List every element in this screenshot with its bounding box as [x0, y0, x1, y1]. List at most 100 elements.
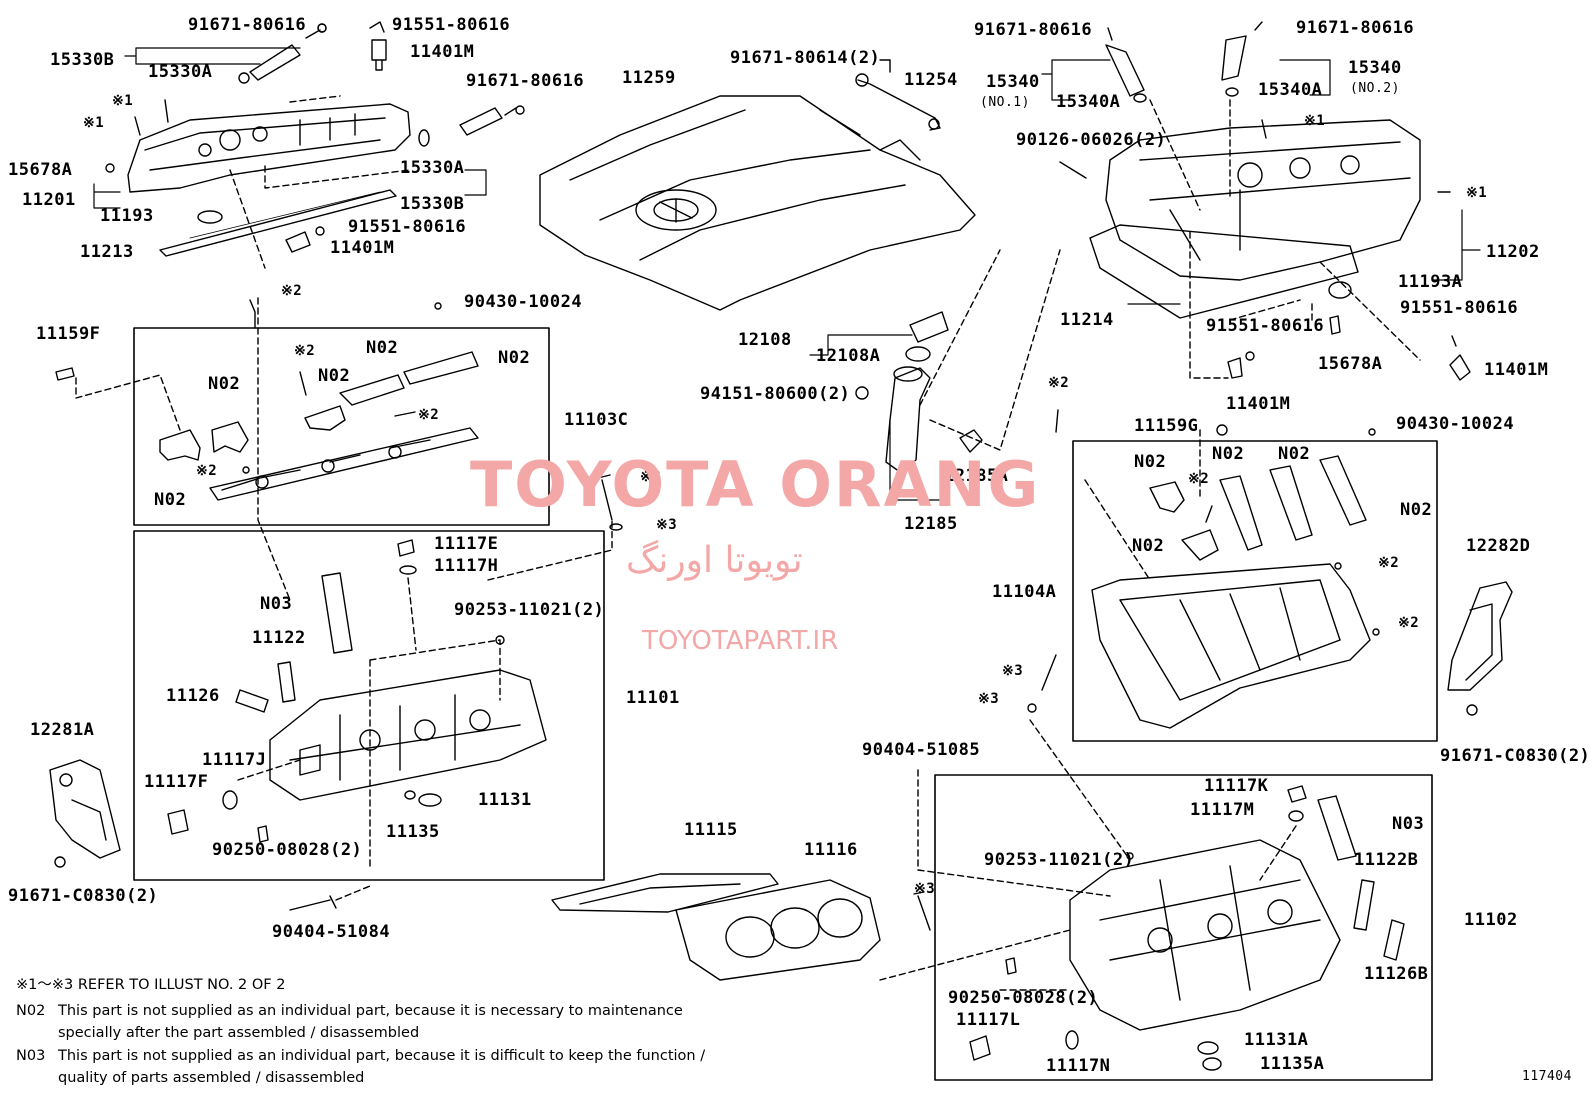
label-11193: 11193 [100, 206, 154, 226]
label-ref3-d: ※3 [978, 691, 1000, 707]
sensor-15330a [249, 44, 301, 81]
label-90250-08028-b: 90250-08028(2) [948, 988, 1099, 1008]
cap-n02-4 [339, 374, 405, 406]
cap-n02-2 [211, 421, 249, 453]
note-refer: ※1～※3 REFER TO ILLUST NO. 2 OF 2 [16, 977, 286, 993]
label-90250-08028: 90250-08028(2) [212, 840, 363, 860]
label-11117f: 11117F [144, 772, 209, 792]
sensor-11401m-b [285, 231, 311, 253]
note-n03-line1: This part is not supplied as an individu… [58, 1048, 706, 1064]
label-ref2-h: ※2 [1398, 615, 1420, 631]
cap-n02-3 [304, 405, 346, 431]
label-90126-06026: 90126-06026(2) [1016, 130, 1167, 150]
label-11117n: 11117N [1046, 1056, 1111, 1076]
sensor-15340-no1 [1105, 44, 1145, 97]
label-91671-80614: 91671-80614(2) [730, 48, 881, 68]
label-91671-80616-d: 91671-80616 [1296, 18, 1415, 38]
label-91551-80616: 91551-80616 [392, 15, 511, 35]
label-ref2: ※2 [281, 283, 303, 299]
label-11122b: 11122B [1354, 850, 1419, 870]
label-91671-80616-c: 91671-80616 [974, 20, 1093, 40]
label-ref2-d: ※2 [196, 463, 218, 479]
cap-n02-j [1181, 529, 1219, 561]
plug-11117f [167, 809, 189, 835]
watermark-farsi: تویوتا اورنگ [626, 540, 803, 581]
label-11193a: 11193A [1398, 272, 1463, 292]
label-n02-h: N02 [1278, 444, 1311, 464]
label-11117h: 11117H [434, 556, 499, 576]
label-11401m: 11401M [410, 42, 475, 62]
guide-11126b [1383, 919, 1405, 961]
label-ref2-e: ※2 [1048, 375, 1070, 391]
label-91671-80616: 91671-80616 [188, 15, 307, 35]
label-11104a: 11104A [992, 582, 1057, 602]
label-12185a: 12185A [944, 466, 1009, 486]
cylinder-head-11102 [1069, 839, 1341, 1031]
label-ref2-c: ※2 [418, 407, 440, 423]
label-91551-80616-b: 91551-80616 [348, 217, 467, 237]
label-11115: 11115 [684, 820, 738, 840]
label-15330a: 15330A [148, 62, 213, 82]
box-11102 [934, 774, 1433, 1081]
label-ref2-g: ※2 [1378, 555, 1400, 571]
label-12108: 12108 [738, 330, 792, 350]
label-91671-80616-b: 91671-80616 [466, 71, 585, 91]
label-11117j: 11117J [202, 750, 267, 770]
cap-n02-i [1319, 455, 1367, 526]
label-91551-80616-d: 91551-80616 [1400, 298, 1519, 318]
sensor-15340-no2 [1221, 35, 1247, 81]
label-15340a: 15340A [1056, 92, 1121, 112]
label-91551-80616-c: 91551-80616 [1206, 316, 1325, 336]
label-11126: 11126 [166, 686, 220, 706]
guide-11122b [1353, 879, 1375, 931]
label-90430-10024: 90430-10024 [464, 292, 583, 312]
label-90404-51085: 90404-51085 [862, 740, 981, 760]
cap-n02-f [1149, 481, 1185, 513]
seal-11193 [197, 210, 223, 224]
leader-lines [93, 47, 1481, 501]
label-11117e: 11117E [434, 534, 499, 554]
tube-n03-b [1317, 795, 1357, 861]
box-11101 [133, 530, 605, 881]
label-90253-11021-b: 90253-11021(2) [984, 850, 1135, 870]
label-ref1: ※1 [112, 93, 134, 109]
plug-11117l [969, 1035, 991, 1061]
label-11135: 11135 [386, 822, 440, 842]
note-n03-line2: quality of parts assembled / disassemble… [58, 1070, 365, 1086]
plug-11117k [1287, 785, 1307, 803]
guide-11122 [277, 661, 296, 703]
label-15330a-b: 15330A [400, 158, 465, 178]
label-12282d: 12282D [1466, 536, 1531, 556]
label-ref2-f: ※2 [1188, 471, 1210, 487]
label-11202: 11202 [1486, 242, 1540, 262]
label-n03-a: N03 [260, 594, 293, 614]
label-11259: 11259 [622, 68, 676, 88]
guide-11126 [235, 689, 269, 713]
sensor-11401m-top [371, 39, 387, 61]
valve-cover-left [127, 103, 411, 193]
bracket-12282d [1447, 581, 1513, 691]
label-12108a: 12108A [816, 346, 881, 366]
label-11201: 11201 [22, 190, 76, 210]
label-11102: 11102 [1464, 910, 1518, 930]
label-ref3-b: ※3 [656, 517, 678, 533]
label-15330b: 15330B [50, 50, 115, 70]
label-15340-no2: 15340 [1348, 58, 1402, 78]
label-11131: 11131 [478, 790, 532, 810]
cap-n02-5 [403, 351, 479, 385]
label-90253-11021: 90253-11021(2) [454, 600, 605, 620]
illustration-number: 117404 [1522, 1069, 1572, 1084]
label-ref1-b: ※1 [83, 115, 105, 131]
cylinder-head-11101 [269, 669, 547, 801]
label-n02-c: N02 [498, 348, 531, 368]
label-11116: 11116 [804, 840, 858, 860]
seal-11193a [1328, 281, 1352, 299]
label-94151-80600: 94151-80600(2) [700, 384, 851, 404]
note-n02-line1: This part is not supplied as an individu… [58, 1003, 683, 1019]
label-11401m-c: 11401M [1226, 394, 1291, 414]
label-11401m-d: 11401M [1484, 360, 1549, 380]
label-12185: 12185 [904, 514, 958, 534]
label-11135a: 11135A [1260, 1054, 1325, 1074]
box-11103c [133, 327, 550, 526]
